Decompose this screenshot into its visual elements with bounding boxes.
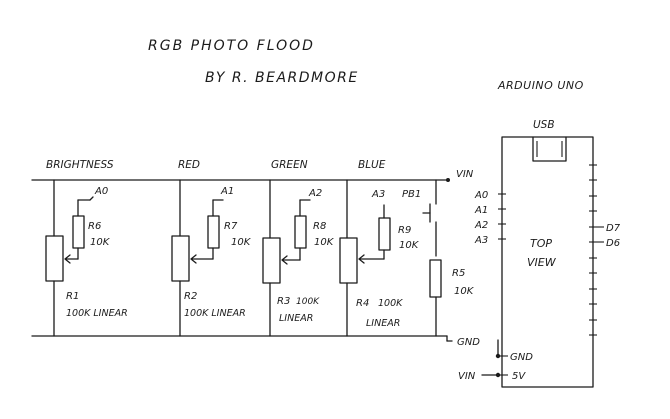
digital-pin-header: D7 D6 [589,164,621,336]
resistor-r8-value: 10K [314,237,335,248]
pushbutton-pb1-label: PB1 [402,189,421,200]
pot-r2-label: R2 [184,291,197,302]
pushbutton-pb1: PB1 R5 10K [402,179,475,337]
board-gnd-label: GND [510,352,533,363]
vin-bottom-label: VIN [458,371,476,382]
analog-pin-header: A0 A1 A2 A3 [474,190,506,246]
pin-label-d6: D6 [606,238,620,249]
green-section: GREEN A2 R8 10K R3 100K LINEAR [262,159,335,337]
resistor-r6 [72,215,85,249]
pot-r3-wiper [281,255,301,265]
board-5v-wire: VIN [458,371,508,382]
board-gnd-wire [495,339,508,359]
pot-r3-desc: 100K [296,297,320,307]
pot-r3-desc2: LINEAR [279,313,313,324]
brightness-section: BRIGHTNESS A0 R6 10K R1 100K LINEAR [45,159,128,337]
pot-r1-label: R1 [66,291,79,302]
pin-label-a2: A2 [474,220,488,231]
resistor-r9-label: R9 [398,225,411,236]
pin-label-a1: A1 [474,205,488,216]
schematic-title: RGB PHOTO FLOOD [148,38,315,54]
pot-r1-desc: 100K LINEAR [66,308,128,319]
gnd-rail-label: GND [457,337,480,348]
resistor-r5 [429,259,442,298]
pot-r1-wiper [64,254,79,264]
pot-r4-desc: 100K [378,298,403,309]
usb-label: USB [533,119,555,131]
resistor-r7-value: 10K [231,237,252,248]
vin-rail: VIN [31,169,474,182]
resistor-r8 [294,215,307,249]
pin-callout-a0: A0 [94,186,108,197]
resistor-r6-value: 10K [90,237,111,248]
red-section: RED A1 R7 10K R2 100K LINEAR [171,159,252,337]
pot-r4-label: R4 [356,298,369,309]
pot-r2-desc: 100K LINEAR [184,308,246,319]
pot-r2-wiper [190,254,214,264]
resistor-r9 [378,217,391,251]
usb-connector [532,136,567,162]
resistor-r5-label: R5 [452,268,465,279]
board-view-line1: TOP [530,237,552,250]
pot-r2 [171,235,190,282]
pot-r4-wiper [358,254,385,264]
pin-label-d7: D7 [606,223,621,234]
pot-r4 [339,237,358,284]
pin-callout-a3: A3 [371,189,385,200]
board-name: ARDUINO UNO [497,79,584,92]
resistor-r9-value: 10K [399,240,420,251]
section-label-red: RED [178,159,200,171]
pin-label-a0: A0 [474,190,488,201]
section-label-green: GREEN [271,159,308,171]
schematic-author: BY R. BEARDMORE [205,70,359,86]
pin-label-a3: A3 [474,235,488,246]
resistor-r6-label: R6 [88,221,101,232]
pot-r3 [262,237,281,284]
pin-callout-a1: A1 [220,186,234,197]
section-label-brightness: BRIGHTNESS [46,159,114,171]
section-label-blue: BLUE [358,159,386,171]
board-outline [501,136,594,388]
gnd-rail: GND [31,335,480,348]
pot-r1 [45,235,64,282]
pot-r3-label: R3 [277,296,290,307]
arduino-board: ARDUINO UNO USB TOP VIEW A0 A1 A2 A3 [474,79,621,388]
resistor-r7 [207,215,220,249]
board-5v-label: 5V [512,371,526,382]
board-view-line2: VIEW [527,256,557,269]
resistor-r7-label: R7 [224,221,238,232]
blue-section: BLUE A3 R9 10K R4 100K LINEAR [339,159,420,337]
resistor-r8-label: R8 [313,221,326,232]
resistor-r5-value: 10K [454,286,475,297]
pot-r4-desc2: LINEAR [366,318,400,329]
pin-callout-a2: A2 [308,188,322,199]
vin-rail-label: VIN [456,169,474,180]
